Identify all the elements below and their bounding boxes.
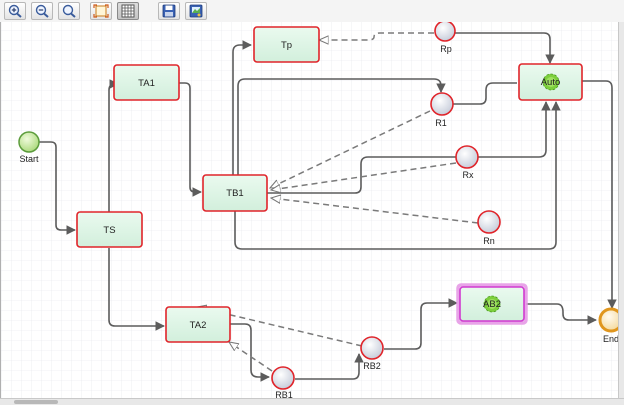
canvas-grid (1, 22, 619, 398)
resource-rb1-label: RB1 (275, 390, 293, 398)
task-ab2-label: AB2 (483, 299, 501, 310)
flow-auto-end[interactable] (582, 80, 617, 309)
zoom-in-button[interactable] (4, 2, 26, 20)
toggle-grid-button[interactable] (117, 2, 139, 20)
flow-tb1-tp[interactable] (232, 40, 252, 175)
vertical-scrollbar[interactable] (618, 22, 624, 398)
flow-r1-auto[interactable] (453, 82, 517, 105)
assoc-rp-tp[interactable] (319, 32, 434, 40)
fit-page-button[interactable] (90, 2, 112, 20)
task-auto[interactable]: Auto (518, 63, 583, 101)
task-ts-label: TS (103, 225, 115, 236)
assoc-rb1-ta2[interactable] (229, 342, 273, 372)
export-image-icon (189, 4, 203, 18)
task-ta1-label: TA1 (138, 78, 155, 89)
task-tp-label: Tp (281, 40, 292, 51)
flow-rb1-rb2[interactable] (295, 353, 364, 380)
task-tp[interactable]: Tp (253, 26, 320, 63)
flow-ta1-tb1[interactable] (179, 82, 202, 197)
zoom-actual-button[interactable] (58, 2, 80, 20)
start-event[interactable] (18, 131, 40, 153)
fit-to-page-icon (93, 4, 109, 18)
flow-start-ts[interactable] (38, 141, 76, 235)
resource-rb1[interactable] (271, 366, 295, 390)
assoc-rx-tb1[interactable] (271, 162, 457, 190)
flow-tb1-auto-lower[interactable] (234, 101, 561, 250)
resource-rb2-label: RB2 (363, 361, 381, 371)
task-ta2[interactable]: TA2 (165, 306, 231, 343)
flow-ts-ta2[interactable] (108, 248, 165, 331)
resource-rn-label: Rn (483, 236, 495, 246)
task-ts[interactable]: TS (76, 211, 143, 248)
flow-tb1-auto[interactable] (267, 101, 551, 194)
flow-rp-auto[interactable] (455, 32, 555, 64)
start-label: Start (19, 154, 39, 164)
task-auto-label: Auto (541, 77, 561, 88)
toolbar (0, 0, 624, 23)
task-ta2-label: TA2 (190, 320, 207, 331)
assoc-rn-tb1[interactable] (271, 198, 479, 224)
selection-halo (456, 283, 528, 325)
zoom-out-button[interactable] (31, 2, 53, 20)
resource-rp[interactable] (434, 22, 456, 42)
diagram-canvas[interactable]: Start End TA1 TS TB1 Tp TA2 (0, 22, 624, 404)
export-button[interactable] (185, 2, 207, 20)
zoom-out-icon (35, 4, 49, 18)
zoom-in-icon (8, 4, 22, 18)
flow-rb2-ab2[interactable] (384, 298, 458, 350)
resource-rx-label: Rx (463, 170, 474, 180)
flow-ta2-rb1[interactable] (230, 323, 270, 382)
resource-r1-label: R1 (435, 118, 447, 128)
gear-icon (483, 295, 501, 313)
task-tb1-label: TB1 (226, 188, 243, 199)
horizontal-scroll-thumb[interactable] (14, 400, 58, 404)
resource-rp-label: Rp (440, 44, 452, 54)
flow-tb1-r1[interactable] (237, 78, 446, 175)
task-ab2[interactable]: AB2 (456, 283, 528, 325)
flow-ab2-end[interactable] (526, 303, 597, 325)
task-ta1[interactable]: TA1 (113, 64, 180, 101)
end-label: End (603, 334, 619, 344)
horizontal-scrollbar[interactable] (0, 398, 624, 405)
magnifier-icon (62, 4, 76, 18)
grid-icon (121, 4, 135, 18)
floppy-disk-icon (162, 4, 176, 18)
resource-rn[interactable] (477, 210, 501, 234)
save-button[interactable] (158, 2, 180, 20)
gear-icon (542, 73, 560, 91)
task-tb1[interactable]: TB1 (202, 174, 268, 212)
resource-rx[interactable] (455, 145, 479, 169)
resource-rb2[interactable] (360, 336, 384, 360)
end-event[interactable] (598, 307, 619, 333)
resource-r1[interactable] (430, 92, 454, 116)
